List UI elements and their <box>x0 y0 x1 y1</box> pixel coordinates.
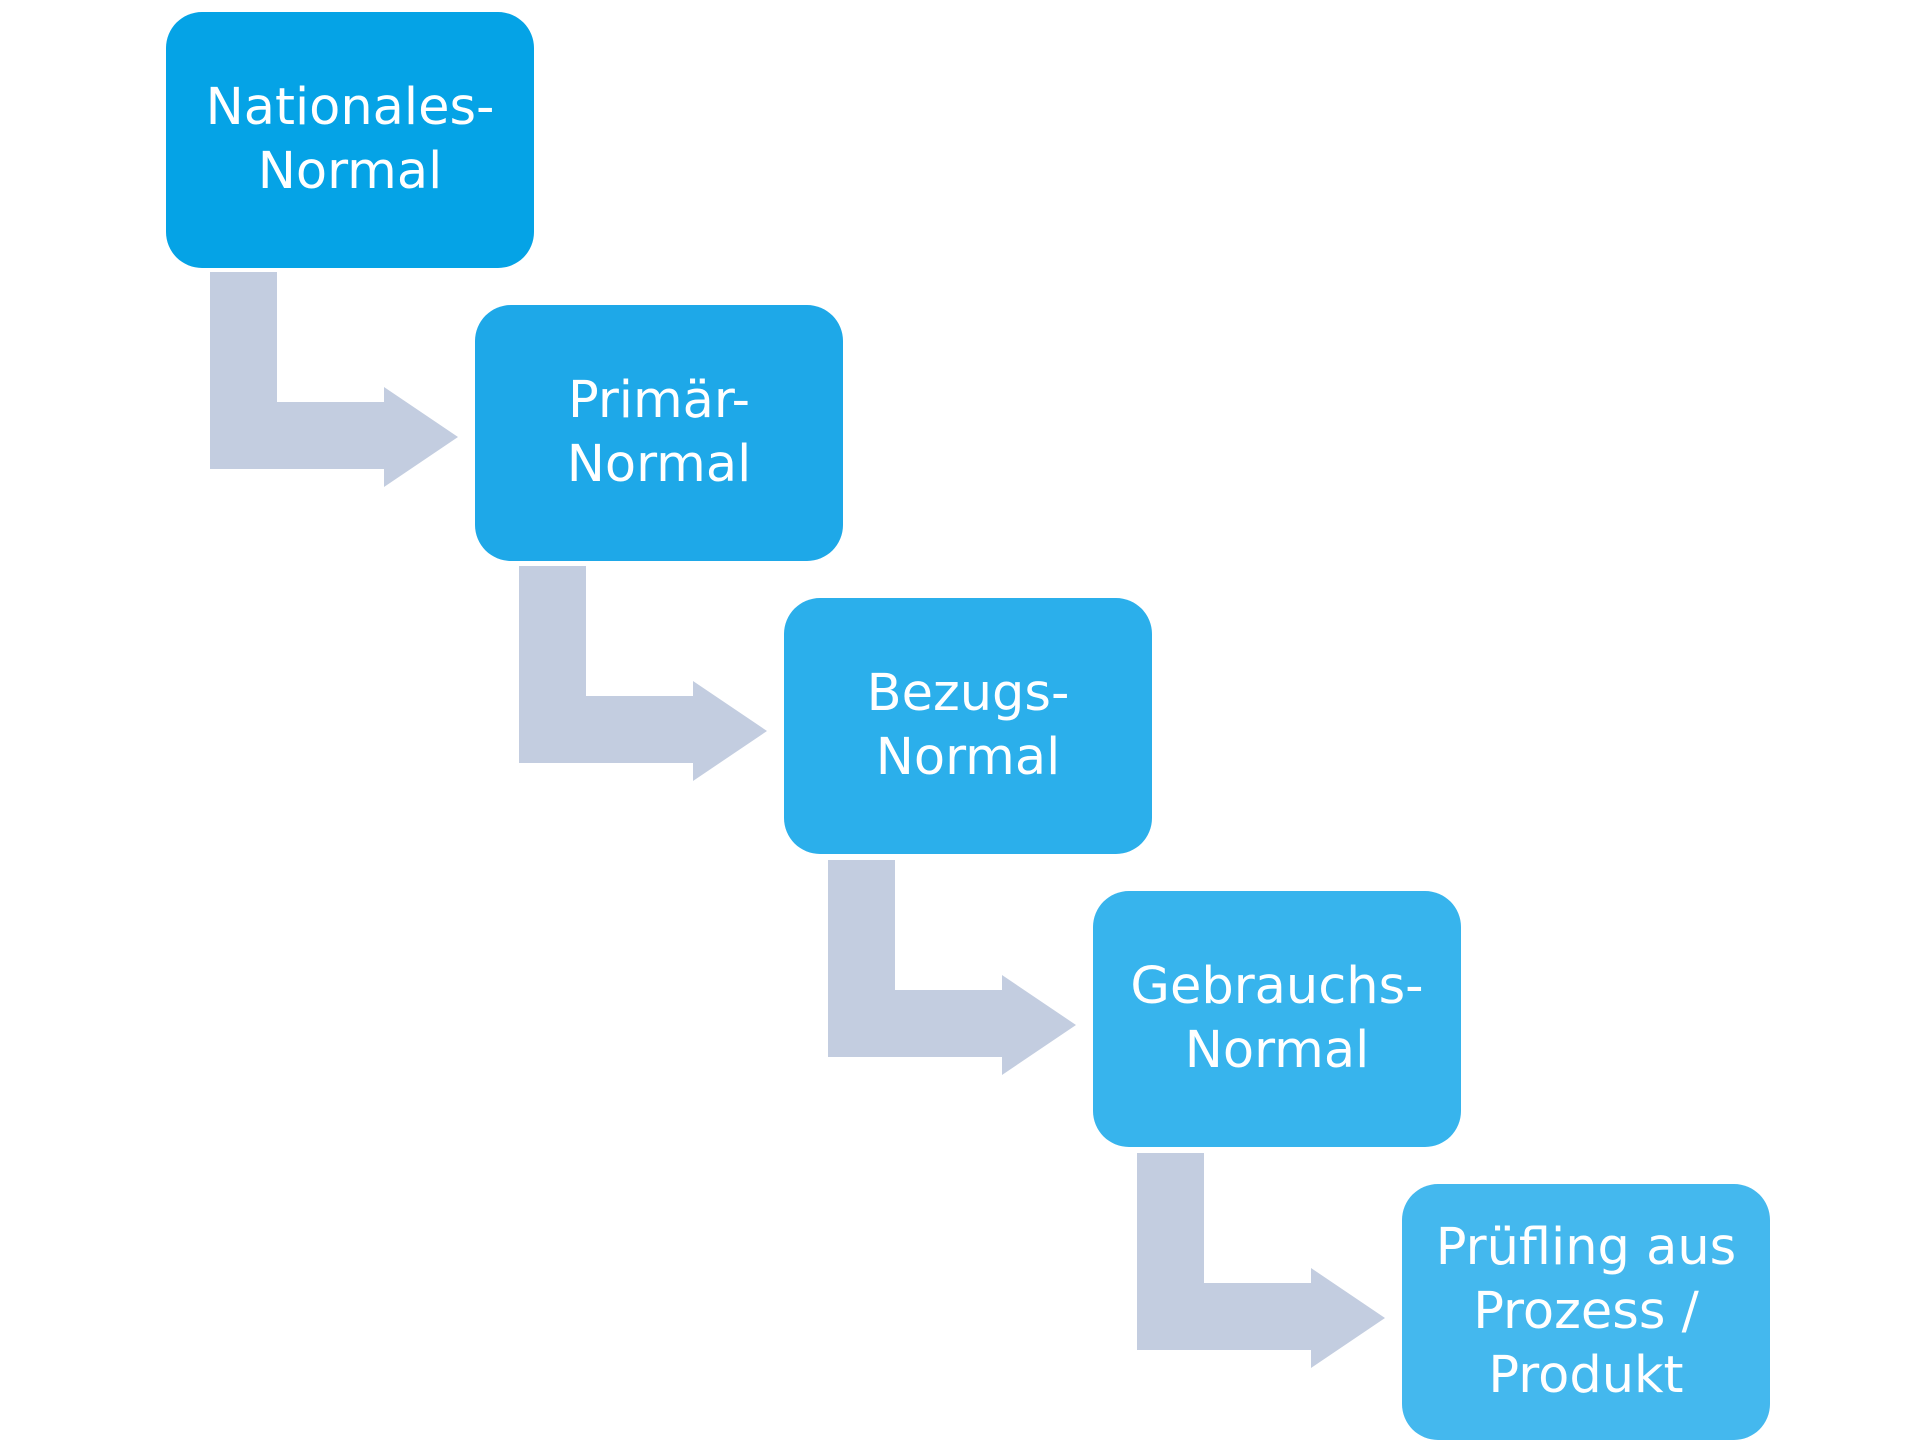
step-label: Prüfling aus Prozess / Produkt <box>1435 1218 1737 1405</box>
step-box-gebrauchs-normal: Gebrauchs- Normal <box>1093 891 1461 1147</box>
step-box-bezugs-normal: Bezugs- Normal <box>784 598 1152 854</box>
connector-arrow-3 <box>828 860 1076 1075</box>
step-label: Nationales- Normal <box>205 78 495 201</box>
step-box-primaer-normal: Primär- Normal <box>475 305 843 561</box>
connector-arrow-2 <box>519 566 767 781</box>
step-label: Primär- Normal <box>566 371 752 494</box>
connector-arrow-4 <box>1137 1153 1385 1368</box>
step-box-nationales-normal: Nationales- Normal <box>166 12 534 268</box>
step-label: Bezugs- Normal <box>866 664 1070 787</box>
step-box-pruefling: Prüfling aus Prozess / Produkt <box>1402 1184 1770 1440</box>
step-label: Gebrauchs- Normal <box>1130 957 1424 1080</box>
connector-arrow-1 <box>210 272 458 487</box>
